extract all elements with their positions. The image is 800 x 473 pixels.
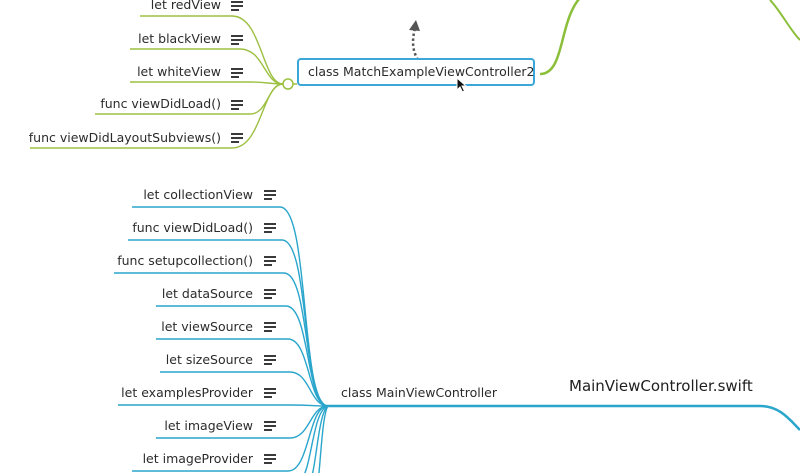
node-label: let whiteView [137,64,221,79]
notes-icon[interactable] [264,289,276,299]
node-label: let sizeSource [165,352,253,367]
match-child-node[interactable]: let blackView [138,31,221,47]
notes-icon[interactable] [231,133,243,143]
notes-icon[interactable] [264,223,276,233]
node-label: MainViewController.swift [569,377,753,395]
notes-icon[interactable] [231,68,243,78]
node-label: let viewSource [161,319,253,334]
notes-icon[interactable] [231,100,243,110]
main-child-node[interactable]: let sizeSource [166,352,253,368]
node-label: func viewDidLoad() [132,220,253,235]
file-topic-node[interactable]: MainViewController.swift [569,377,753,395]
node-label: class MatchExampleViewController2 [308,64,535,79]
match-child-node[interactable]: let whiteView [137,64,221,80]
green-right-connector [769,0,800,41]
mouse-cursor-icon [456,77,468,93]
node-label: func viewDidLoad() [100,96,221,111]
node-label: class MainViewController [341,385,497,400]
main-child-node[interactable]: func viewDidLoad() [132,220,253,236]
blue-root-connector [326,404,800,431]
main-child-node[interactable]: let imageProvider [143,451,253,467]
node-label: let blackView [138,31,221,46]
notes-icon[interactable] [264,454,276,464]
selected-topic-node[interactable]: class MatchExampleViewController2 [297,58,535,86]
node-label: let dataSource [161,286,253,301]
main-child-node[interactable]: let dataSource [162,286,253,302]
green-root-connector [539,0,580,76]
notes-icon[interactable] [264,256,276,266]
drag-indicator [411,27,420,61]
match-child-node[interactable]: func viewDidLayoutSubviews() [29,130,221,146]
node-label: let examplesProvider [121,385,253,400]
notes-icon[interactable] [264,355,276,365]
blue-child-connectors [114,206,329,473]
node-label: let collectionView [143,187,253,202]
notes-icon[interactable] [264,421,276,431]
node-label: func viewDidLayoutSubviews() [28,130,221,145]
collapse-toggle-match [282,78,294,90]
notes-icon[interactable] [231,35,243,45]
main-child-node[interactable]: let imageView [164,418,253,434]
node-label: func setupcollection() [117,253,253,268]
main-child-node[interactable]: func setupcollection() [117,253,253,269]
main-topic-node[interactable]: class MainViewController [341,385,497,400]
match-child-node[interactable]: let redView [151,0,221,13]
main-child-node[interactable]: let viewSource [161,319,253,335]
node-label: let imageView [164,418,253,433]
green-child-connectors [30,15,284,149]
match-child-node[interactable]: func viewDidLoad() [100,96,221,112]
main-child-node[interactable]: let collectionView [143,187,253,203]
notes-icon[interactable] [264,322,276,332]
node-label: let imageProvider [142,451,253,466]
notes-icon[interactable] [264,190,276,200]
node-label: let redView [150,0,221,12]
notes-icon[interactable] [264,388,276,398]
notes-icon[interactable] [231,1,243,11]
main-child-node[interactable]: let examplesProvider [121,385,253,401]
